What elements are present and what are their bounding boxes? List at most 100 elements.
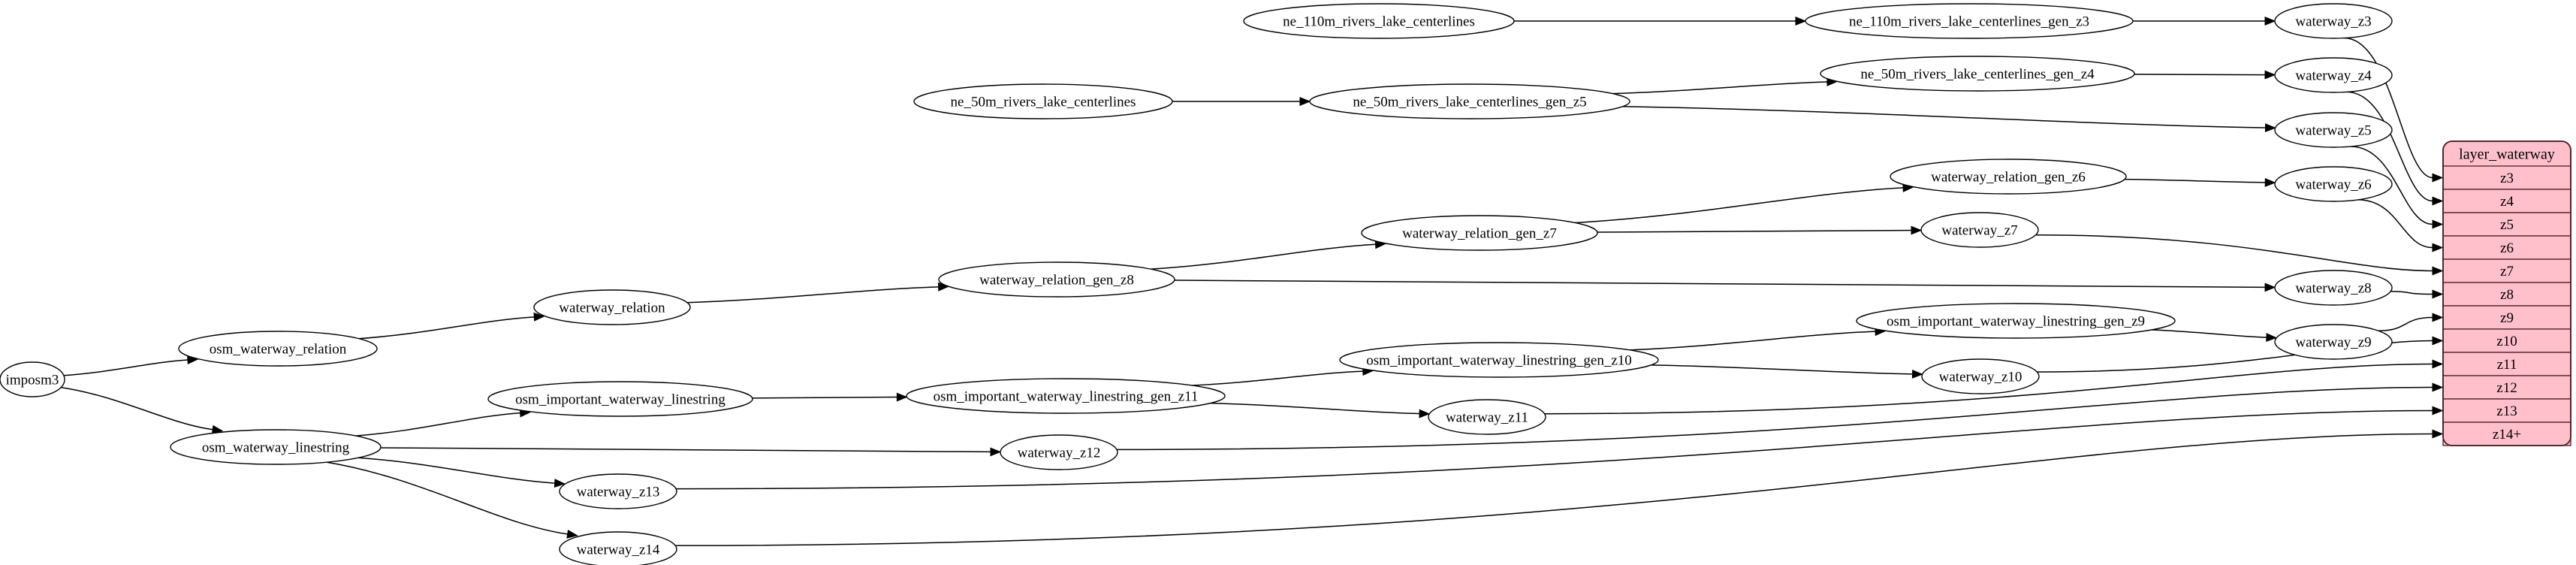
- node-label-waterway_z3: waterway_z3: [2295, 14, 2371, 30]
- layer-waterway-row-z5[interactable]: [2442, 212, 2571, 237]
- edges-layer: [61, 17, 2444, 546]
- edge-arrowhead: [2432, 359, 2444, 369]
- edge-waterway_z4-to-layer_waterway-z4: [2346, 91, 2444, 206]
- layer-waterway-row-label-z7: z7: [2500, 264, 2514, 279]
- edge-line: [357, 457, 555, 484]
- edge-waterway_z8-to-layer_waterway-z8: [2390, 289, 2444, 299]
- layer-waterway-row-z12[interactable]: [2442, 375, 2571, 400]
- edge-osm_important_waterway_linestring_gen_z11-to-waterway_z11: [1210, 402, 1431, 418]
- edge-waterway_z12-to-layer_waterway-z12: [1117, 382, 2444, 451]
- node-osm_important_waterway_linestring_gen_z10[interactable]: osm_important_waterway_linestring_gen_z1…: [1339, 342, 1659, 378]
- layer-waterway-row-label-z9: z9: [2500, 310, 2514, 326]
- layer-waterway-row-z7[interactable]: [2442, 258, 2571, 283]
- node-shape-ne_50m_rivers_lake_centerlines: [913, 83, 1173, 119]
- layer-waterway-table-header: layer_waterway: [2459, 147, 2555, 163]
- edge-arrowhead: [554, 479, 566, 488]
- node-ne_50m_rivers_lake_centerlines_gen_z4[interactable]: ne_50m_rivers_lake_centerlines_gen_z4: [1820, 56, 2135, 92]
- edge-arrowhead: [2264, 17, 2276, 26]
- node-osm_important_waterway_linestring_gen_z11[interactable]: osm_important_waterway_linestring_gen_z1…: [906, 378, 1226, 414]
- node-waterway_relation_gen_z6[interactable]: waterway_relation_gen_z6: [1890, 159, 2127, 195]
- layer-waterway-row-z9[interactable]: [2442, 305, 2571, 330]
- node-label-osm_waterway_linestring: osm_waterway_linestring: [202, 440, 350, 456]
- edge-osm_important_waterway_linestring_gen_z9-to-waterway_z9: [2151, 329, 2278, 343]
- node-osm_waterway_relation[interactable]: osm_waterway_relation: [178, 331, 378, 367]
- node-waterway_relation_gen_z8[interactable]: waterway_relation_gen_z8: [938, 261, 1175, 298]
- node-label-waterway_z8: waterway_z8: [2295, 281, 2371, 297]
- edge-osm_important_waterway_linestring_gen_z10-to-osm_important_waterway_linestring_gen_z9: [1629, 327, 1887, 351]
- edge-line: [1612, 81, 1827, 95]
- edge-arrowhead: [2264, 282, 2276, 292]
- node-label-waterway_z10: waterway_z10: [1939, 370, 2022, 385]
- node-label-osm_important_waterway_linestring_gen_z9: osm_important_waterway_linestring_gen_z9: [1887, 314, 2145, 330]
- node-waterway_z6[interactable]: waterway_z6: [2274, 166, 2393, 202]
- edge-line: [355, 412, 520, 437]
- edge-ne_50m_rivers_lake_centerlines-to-ne_50m_rivers_lake_centerlines_gen_z5: [1172, 97, 1311, 106]
- node-shape-osm_waterway_relation: [178, 331, 378, 367]
- node-ne_50m_rivers_lake_centerlines_gen_z5[interactable]: ne_50m_rivers_lake_centerlines_gen_z5: [1309, 83, 1630, 119]
- edge-line: [1151, 243, 1376, 270]
- edge-ne_50m_rivers_lake_centerlines_gen_z4-to-waterway_z4: [2134, 70, 2276, 80]
- node-osm_important_waterway_linestring[interactable]: osm_important_waterway_linestring: [487, 381, 753, 417]
- edge-line: [687, 286, 939, 304]
- layer-waterway-row-z4[interactable]: [2442, 189, 2571, 213]
- edge-osm_waterway_linestring-to-waterway_z14: [326, 461, 578, 539]
- node-waterway_z3[interactable]: waterway_z3: [2274, 3, 2393, 39]
- node-waterway_relation_gen_z7[interactable]: waterway_relation_gen_z7: [1361, 215, 1598, 251]
- edge-ne_110m_rivers_lake_centerlines_gen_z3-to-waterway_z3: [2133, 17, 2276, 26]
- edge-line: [676, 409, 2433, 490]
- node-waterway_relation[interactable]: waterway_relation: [533, 289, 691, 325]
- node-osm_waterway_linestring[interactable]: osm_waterway_linestring: [170, 429, 382, 465]
- node-waterway_z14[interactable]: waterway_z14: [559, 531, 677, 565]
- node-label-waterway_z6: waterway_z6: [2295, 177, 2371, 193]
- node-shape-waterway_relation_gen_z7: [1361, 215, 1598, 251]
- node-label-waterway_relation: waterway_relation: [559, 301, 665, 316]
- edge-waterway_relation_gen_z7-to-waterway_z7: [1597, 225, 1923, 235]
- edge-arrowhead: [990, 447, 1002, 457]
- nodes-layer: imposm3 osm_waterway_relation osm_waterway…: [0, 3, 2393, 565]
- node-waterway_z8[interactable]: waterway_z8: [2274, 270, 2393, 306]
- edge-arrowhead: [533, 312, 545, 322]
- node-waterway_z5[interactable]: waterway_z5: [2274, 112, 2393, 148]
- layer-waterway-row-label-z10: z10: [2496, 334, 2517, 349]
- node-ne_50m_rivers_lake_centerlines[interactable]: ne_50m_rivers_lake_centerlines: [913, 83, 1173, 119]
- node-waterway_z4[interactable]: waterway_z4: [2274, 57, 2393, 93]
- edge-waterway_z3-to-layer_waterway-z3: [2344, 37, 2444, 183]
- node-label-osm_important_waterway_linestring_gen_z10: osm_important_waterway_linestring_gen_z1…: [1366, 353, 1632, 369]
- node-waterway_z9[interactable]: waterway_z9: [2274, 324, 2393, 360]
- edge-arrowhead: [2266, 333, 2278, 343]
- node-waterway_z10[interactable]: waterway_z10: [1921, 358, 2040, 394]
- edge-ne_110m_rivers_lake_centerlines-to-ne_110m_rivers_lake_centerlines_gen_z3: [1514, 17, 1807, 26]
- node-waterway_z7[interactable]: waterway_z7: [1920, 212, 2039, 248]
- node-shape-waterway_z11: [1428, 399, 1546, 435]
- edge-line: [1544, 363, 2433, 415]
- node-shape-osm_important_waterway_linestring_gen_z10: [1339, 342, 1659, 378]
- edge-waterway_z7-to-layer_waterway-z7: [2035, 234, 2444, 276]
- node-waterway_z12[interactable]: waterway_z12: [1000, 434, 1118, 470]
- edge-line: [2378, 316, 2433, 332]
- node-ne_110m_rivers_lake_centerlines_gen_z3[interactable]: ne_110m_rivers_lake_centerlines_gen_z3: [1805, 3, 2134, 39]
- node-label-osm_waterway_relation: osm_waterway_relation: [210, 342, 347, 358]
- node-shape-osm_important_waterway_linestring_gen_z9: [1856, 303, 2176, 339]
- edge-arrowhead: [1911, 225, 1923, 235]
- node-imposm3[interactable]: imposm3: [0, 361, 65, 397]
- edge-waterway_z5-to-layer_waterway-z5: [2351, 146, 2444, 229]
- node-osm_important_waterway_linestring_gen_z9[interactable]: osm_important_waterway_linestring_gen_z9: [1856, 303, 2176, 339]
- node-shape-waterway_z6: [2274, 166, 2393, 202]
- layer-waterway-row-label-z13: z13: [2496, 403, 2517, 419]
- node-shape-waterway_z10: [1921, 358, 2040, 394]
- layer-waterway-row-z11[interactable]: [2442, 352, 2571, 376]
- edge-arrowhead: [2432, 173, 2444, 183]
- node-waterway_z11[interactable]: waterway_z11: [1428, 399, 1546, 435]
- edge-line: [1174, 279, 2266, 289]
- node-shape-imposm3: [0, 361, 65, 397]
- node-label-waterway_relation_gen_z8: waterway_relation_gen_z8: [979, 273, 1134, 289]
- edge-arrowhead: [2432, 313, 2444, 322]
- layer-waterway-row-label-z12: z12: [2496, 380, 2517, 396]
- edge-waterway_relation_gen_z6-to-waterway_z6: [2125, 177, 2276, 187]
- edge-waterway_z11-to-layer_waterway-z11: [1544, 359, 2444, 415]
- node-waterway_z13[interactable]: waterway_z13: [559, 473, 677, 509]
- edge-arrowhead: [2432, 243, 2444, 252]
- node-ne_110m_rivers_lake_centerlines[interactable]: ne_110m_rivers_lake_centerlines: [1243, 3, 1515, 39]
- edge-arrowhead: [2432, 336, 2444, 346]
